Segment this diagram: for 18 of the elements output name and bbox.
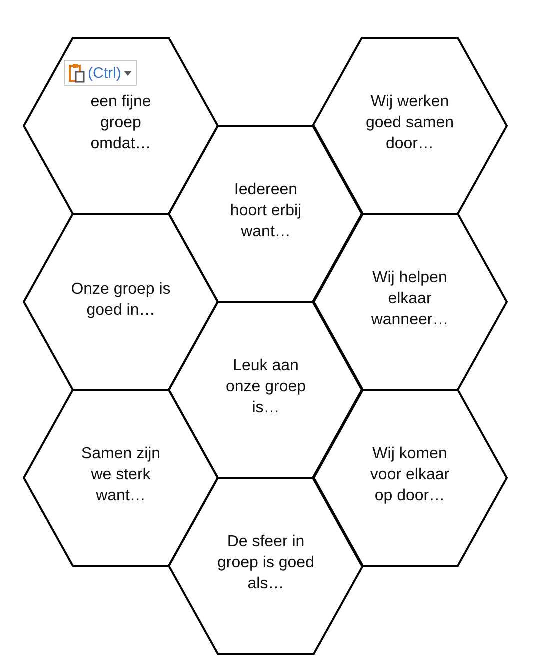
hexagon-text: Samen zijn we sterk want… <box>80 444 162 506</box>
hexagon-text: Wij werken goed samen door… <box>364 92 456 154</box>
paste-options-button: (Ctrl) <box>64 60 138 86</box>
hexagon <box>168 301 364 479</box>
hexagon-text: Onze groep is goed in… <box>71 280 171 321</box>
hexagon-text: Wij komen voor elkaar op door… <box>369 444 451 506</box>
hexagon <box>312 213 508 391</box>
hexagon-text: Leuk aan onze groep is… <box>224 356 308 418</box>
hexagon-text: De sfeer in groep is goed als… <box>216 532 316 594</box>
hexagon <box>312 389 508 567</box>
hexagon-text: Iedereen hoort erbij want… <box>229 180 303 242</box>
hexagon <box>23 37 219 215</box>
hexagon-text: Wij helpen elkaar wanneer… <box>370 268 450 330</box>
hexagon <box>312 37 508 215</box>
hexagon <box>23 389 219 567</box>
hexagon <box>23 213 219 391</box>
hexagon-text: een fijne groep omdat… <box>90 92 152 154</box>
hexagon <box>168 477 364 655</box>
